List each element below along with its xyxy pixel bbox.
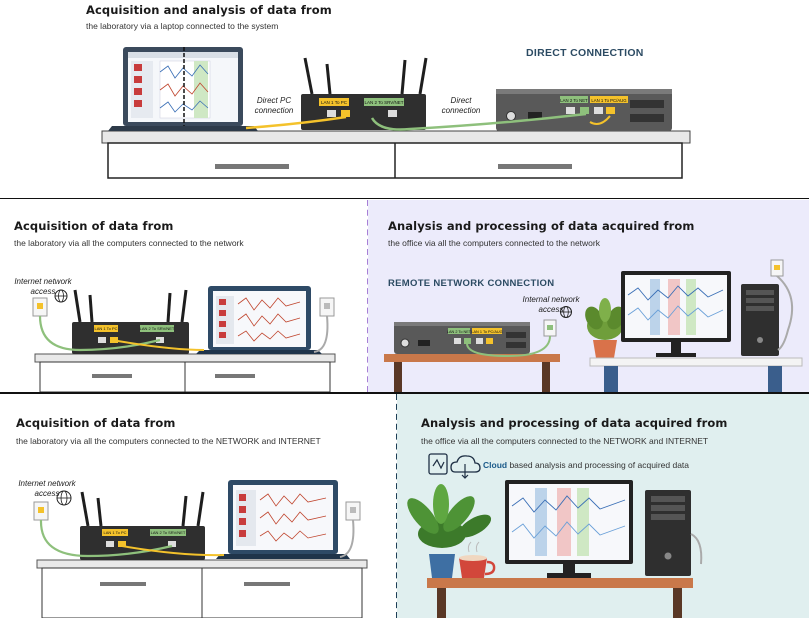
lab-internet-scene: LAN 1 To PC LAN 2 To SRV/NET bbox=[33, 480, 368, 618]
panel-subtitle: the laboratory via all the computers con… bbox=[14, 238, 244, 248]
router-port1-label: LAN 1 To PC bbox=[94, 326, 117, 331]
panel-title: Acquisition of data from bbox=[16, 416, 176, 430]
acquisition-device-icon bbox=[496, 89, 672, 131]
internet-access-label: Internet network access bbox=[14, 277, 72, 296]
laptop-icon bbox=[216, 480, 350, 559]
office-network-scene: LAN 2 To NET LAN 1 To PC/AUG bbox=[384, 259, 803, 392]
panel-title: Acquisition of data from bbox=[14, 219, 174, 233]
connection-type-label: DIRECT CONNECTION bbox=[526, 47, 644, 59]
panel-lab-network: Acquisition of data from the laboratory … bbox=[0, 200, 368, 392]
router-icon bbox=[72, 289, 189, 354]
panel-title: Acquisition and analysis of data from bbox=[86, 3, 332, 17]
laptop-icon bbox=[196, 286, 322, 354]
chart-screen-icon bbox=[621, 271, 731, 357]
coffee-cup-icon bbox=[459, 541, 496, 578]
lab-network-scene: LAN 1 To PC LAN 2 To SRV/NET bbox=[32, 286, 336, 392]
router-port2-label: LAN 2 To SRV/NET bbox=[151, 530, 186, 535]
router-port2-label: LAN 2 To SRV/NET bbox=[140, 326, 175, 331]
cloud-rest: based analysis and processing of acquire… bbox=[509, 460, 690, 470]
globe-icon bbox=[54, 289, 68, 303]
panel-title: Analysis and processing of data acquired… bbox=[388, 219, 695, 233]
device-port1-label: LAN 2 To NET bbox=[447, 330, 472, 334]
internal-access-label: Internal network access bbox=[522, 295, 580, 314]
cloud-word: Cloud bbox=[483, 460, 508, 470]
chart-screen-icon bbox=[428, 453, 448, 475]
separator-top bbox=[0, 197, 809, 199]
device-port2-label: LAN 1 To PC/AUG bbox=[471, 330, 502, 334]
panel-lab-internet: Acquisition of data from the laboratory … bbox=[0, 394, 397, 618]
device-port2-label: LAN 1 To PC/AUG bbox=[591, 98, 627, 103]
panel-title: Analysis and processing of data acquired… bbox=[421, 416, 728, 430]
router-port2-label: LAN 2 To SRV/NET bbox=[364, 100, 403, 105]
router-icon bbox=[80, 491, 205, 560]
chart-screen-icon bbox=[505, 480, 633, 578]
device-port1-label: LAN 2 To NET bbox=[560, 98, 588, 103]
connection-type-label: REMOTE NETWORK CONNECTION bbox=[388, 278, 555, 289]
direct-pc-connection-label: Direct PC connection bbox=[254, 96, 294, 115]
panel-direct-connection: Acquisition and analysis of data from th… bbox=[0, 0, 809, 198]
router-port1-label: LAN 1 To PC bbox=[103, 530, 126, 535]
plant-icon bbox=[585, 298, 625, 358]
direct-connection-scene: LAN 1 To PC LAN 2 To SRV/NET LAN 2 To NE… bbox=[101, 47, 691, 179]
laptop-icon bbox=[108, 47, 258, 131]
office-cloud-scene bbox=[407, 453, 703, 618]
plant-icon bbox=[407, 484, 492, 578]
acquisition-device-icon bbox=[394, 322, 530, 354]
cloud-description: Cloud based analysis and processing of a… bbox=[483, 460, 689, 470]
panel-subtitle: the office via all the computers connect… bbox=[421, 436, 709, 446]
panel-subtitle: the office via all the computers connect… bbox=[388, 238, 600, 248]
globe-icon bbox=[560, 306, 572, 318]
separator-middle bbox=[0, 392, 809, 394]
panel-office-network: Analysis and processing of data acquired… bbox=[368, 200, 809, 392]
direct-connection-label: Direct connection bbox=[441, 96, 481, 115]
router-port1-label: LAN 1 To PC bbox=[321, 100, 348, 105]
globe-icon bbox=[56, 490, 72, 506]
cloud-icon bbox=[450, 455, 481, 479]
router-icon bbox=[301, 57, 428, 130]
panel-subtitle: the laboratory via all the computers con… bbox=[16, 436, 321, 446]
panel-office-cloud: Analysis and processing of data acquired… bbox=[397, 394, 809, 618]
panel-subtitle: the laboratory via a laptop connected to… bbox=[86, 21, 279, 31]
internet-access-label: Internet network access bbox=[18, 479, 76, 498]
